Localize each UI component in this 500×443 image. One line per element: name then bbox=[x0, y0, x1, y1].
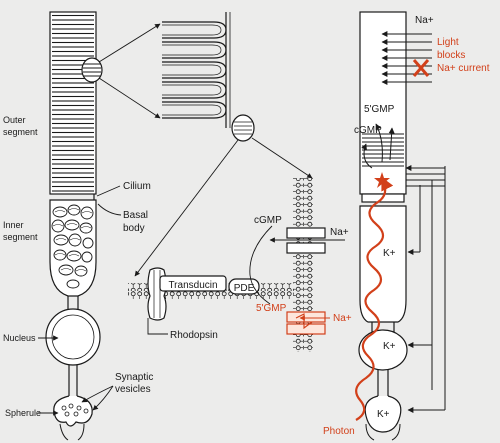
nucleus-label: Nucleus bbox=[3, 333, 36, 343]
channel-arrows bbox=[249, 225, 345, 321]
k-current-arrows bbox=[405, 165, 446, 413]
zoom-circle-disc bbox=[231, 114, 255, 142]
cgmp-cell-label: cGMP bbox=[354, 125, 382, 136]
right-rod-cell bbox=[358, 11, 408, 441]
channel-labels: cGMP Na+ 5'GMP Na+ bbox=[254, 215, 352, 324]
zoom-projections bbox=[98, 23, 313, 277]
rhodopsin-label: Rhodopsin bbox=[170, 330, 218, 341]
transducin-label: Transducin bbox=[168, 280, 217, 291]
outer-segment-label-2: segment bbox=[3, 127, 38, 137]
light-blocks-label-1: Light bbox=[437, 37, 459, 48]
disc-stack-zoom bbox=[162, 12, 255, 142]
mitochondria-cristae bbox=[52, 208, 93, 272]
disc-membrane-lower-leaflet bbox=[128, 291, 294, 299]
k-bottom-label: K+ bbox=[377, 409, 390, 420]
channel-open-top bbox=[286, 227, 326, 239]
light-blocks-label-2: blocks bbox=[437, 50, 465, 61]
left-leader-lines bbox=[38, 185, 122, 416]
right-outer-segment bbox=[359, 11, 407, 195]
outer-segment-discs bbox=[52, 14, 94, 192]
basal-body-label-1: Basal bbox=[123, 210, 148, 221]
right-spherule bbox=[364, 395, 402, 433]
photon-path bbox=[355, 176, 394, 421]
synaptic-vesicles-label-1: Synaptic bbox=[115, 372, 153, 383]
k-mid-label: K+ bbox=[383, 341, 396, 352]
synaptic-vesicles-label-2: vesicles bbox=[115, 384, 151, 395]
outer-segment-label-1: Outer bbox=[3, 115, 26, 125]
left-labels: Outer segment Inner segment Nucleus Sphe… bbox=[3, 115, 153, 418]
disc-membrane bbox=[128, 267, 294, 335]
nucleus-body bbox=[45, 308, 101, 366]
cilium-label: Cilium bbox=[123, 181, 151, 192]
spherule-body bbox=[53, 395, 93, 427]
disc-membrane-labels: Transducin PDE Rhodopsin bbox=[168, 280, 254, 341]
cgmp-to-channel-curve bbox=[249, 225, 273, 305]
na-membrane-bottom-label: Na+ bbox=[333, 313, 352, 324]
zoom-circle-left-lines bbox=[83, 63, 101, 77]
plasma-membrane-outer-leaflet bbox=[293, 178, 303, 352]
gmp-cell-label: 5'GMP bbox=[364, 104, 395, 115]
gmp-membrane-label: 5'GMP bbox=[256, 303, 287, 314]
k-top-label: K+ bbox=[383, 248, 396, 259]
left-rod-cell bbox=[45, 11, 103, 441]
inner-segment-label-2: segment bbox=[3, 232, 38, 242]
zoom-circle-disc-lines bbox=[234, 121, 252, 135]
photon-label: Photon bbox=[323, 426, 355, 437]
spherule-label: Spherule bbox=[5, 408, 41, 418]
basal-body-label-2: body bbox=[123, 223, 145, 234]
inner-segment-label-1: Inner bbox=[3, 220, 24, 230]
absorption-star-icon bbox=[374, 172, 390, 188]
cgmp-membrane-label: cGMP bbox=[254, 215, 282, 226]
light-blocks-label-3: Na+ current bbox=[437, 63, 490, 74]
nucleus-inner bbox=[51, 314, 95, 360]
mitochondria bbox=[51, 204, 94, 289]
discs bbox=[162, 21, 227, 119]
plasma-membrane-inner-leaflet bbox=[303, 178, 313, 352]
channel-closed-bottom bbox=[286, 323, 326, 335]
na-cell-top-label: Na+ bbox=[415, 15, 434, 26]
rhodopsin-leader bbox=[147, 318, 168, 335]
right-discs bbox=[362, 133, 404, 167]
transducin-box bbox=[159, 275, 227, 292]
gmp-conversion-arrows bbox=[361, 123, 395, 169]
plasma-membrane-channel bbox=[286, 178, 326, 352]
synaptic-vesicles-dots bbox=[61, 403, 89, 417]
block-x-icon bbox=[412, 59, 430, 77]
right-labels: Na+ Light blocks Na+ current 5'GMP cGMP … bbox=[323, 15, 490, 437]
channel-closed-top bbox=[286, 311, 326, 323]
channel-open-bottom bbox=[286, 242, 326, 254]
pde-label: PDE bbox=[234, 283, 255, 294]
na-membrane-top-label: Na+ bbox=[330, 227, 349, 238]
